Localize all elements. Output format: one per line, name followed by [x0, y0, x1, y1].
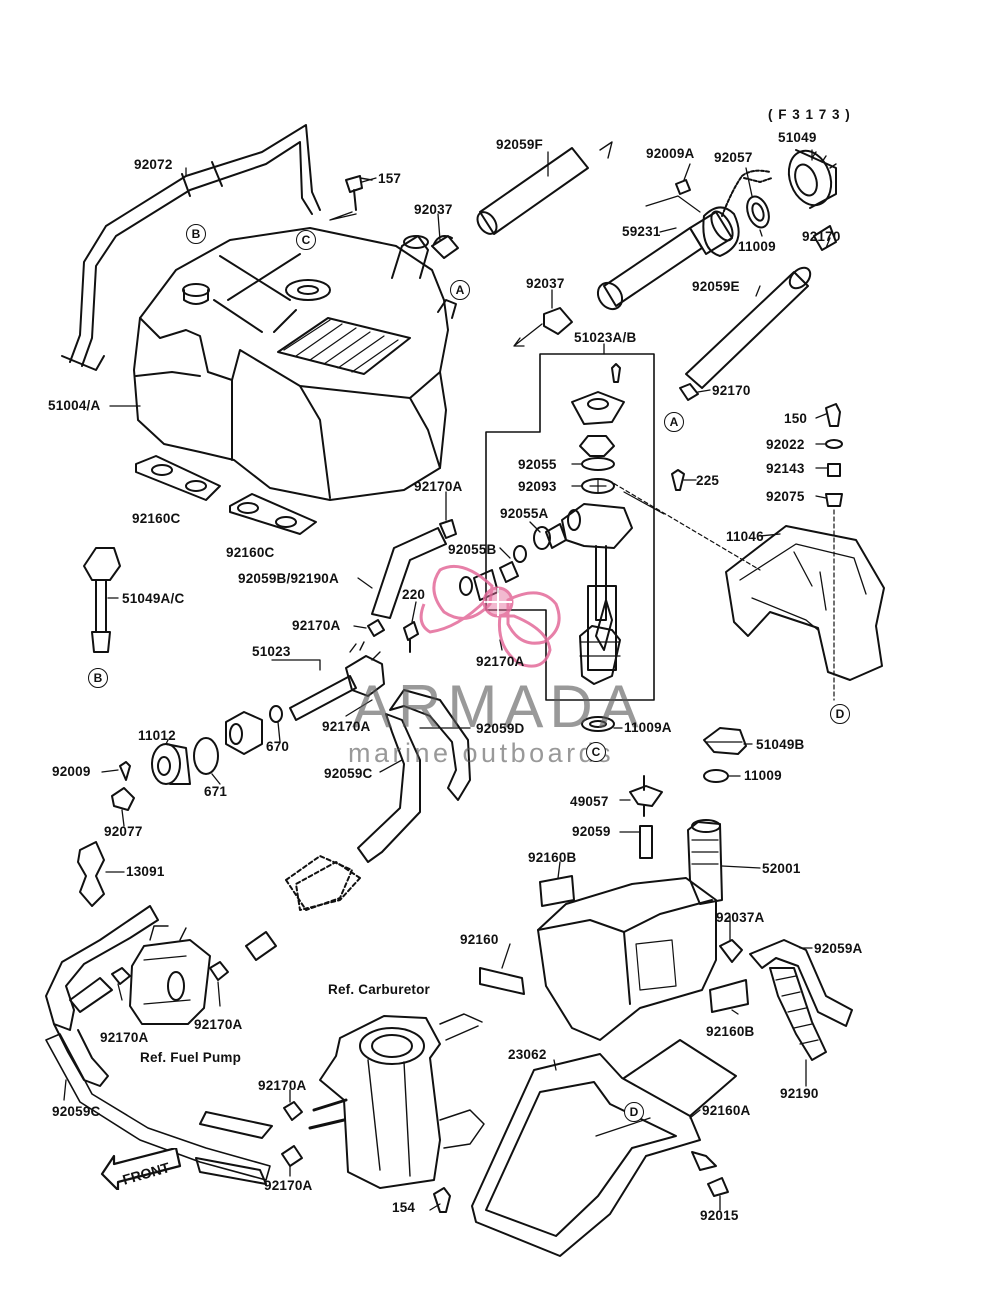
part-label: 92093: [518, 479, 557, 494]
part-label: 92055: [518, 457, 557, 472]
part-label: 92170: [802, 229, 841, 244]
callout-d-low: D: [624, 1102, 644, 1122]
strap-92072: [61, 124, 321, 371]
part-label: 92055B: [448, 542, 497, 557]
part-label: 52001: [762, 861, 801, 876]
part-label: 92059F: [496, 137, 543, 152]
part-label: 92059D: [476, 721, 525, 736]
part-label: 92037: [414, 202, 453, 217]
callout-d-right: D: [830, 704, 850, 724]
part-label: 92059E: [692, 279, 740, 294]
cap-51049: [787, 149, 837, 209]
part-label: 51023A/B: [574, 330, 637, 345]
part-label: 150: [784, 411, 808, 426]
callout-c-top: C: [296, 230, 316, 250]
oil-tank-52001: [537, 819, 723, 1041]
part-label: 92170A: [100, 1030, 149, 1045]
part-label: 92170A: [264, 1178, 313, 1193]
part-label: 11009: [744, 768, 782, 783]
front-arrow: FRONT: [100, 1148, 182, 1190]
part-label: 92170A: [292, 618, 341, 633]
part-label: 92059C: [324, 766, 373, 781]
clip-13091: [77, 841, 105, 907]
part-label: 92059A: [814, 941, 863, 956]
part-label: 92160B: [528, 850, 577, 865]
carburetor-ref: [308, 1013, 485, 1189]
part-label: 92170A: [258, 1078, 307, 1093]
part-label: 92072: [134, 157, 173, 172]
part-label: 92059: [572, 824, 611, 839]
part-label: 92170A: [414, 479, 463, 494]
part-label: 92059B/92190A: [238, 571, 339, 586]
part-label: 92059C: [52, 1104, 101, 1119]
part-label: 157: [378, 171, 402, 186]
part-label: 92022: [766, 437, 805, 452]
part-label: 92009: [52, 764, 91, 779]
part-label: 92160C: [132, 511, 181, 526]
part-label: 51049A/C: [122, 591, 185, 606]
part-label: 92170A: [322, 719, 371, 734]
tap-51023: [289, 641, 385, 721]
part-label: 92075: [766, 489, 805, 504]
part-label: 11009A: [624, 720, 672, 735]
part-label: 11012: [138, 728, 176, 743]
part-label: 13091: [126, 864, 165, 879]
fuel-tank-51004: [133, 227, 457, 501]
part-label: 671: [204, 784, 228, 799]
fuel-pump-ref: [129, 925, 211, 1025]
part-label: 220: [402, 587, 426, 602]
part-label: 225: [696, 473, 720, 488]
part-label: 92037: [526, 276, 565, 291]
part-label: 92055A: [500, 506, 549, 521]
part-label: 670: [266, 739, 290, 754]
part-label: 92190: [780, 1086, 819, 1101]
ref-carburetor-label: Ref. Carburetor: [328, 982, 431, 997]
part-label: 92037A: [716, 910, 765, 925]
watermark-tagline: marine outboards: [348, 738, 615, 768]
bracket-23062: [471, 1039, 737, 1257]
fuel-tap-body: [561, 503, 633, 685]
part-label: 92170A: [194, 1017, 243, 1032]
pad-92160C-a: [135, 455, 221, 501]
part-label: 92170A: [476, 654, 525, 669]
part-label: 11046: [726, 529, 764, 544]
callout-c-low: C: [586, 742, 606, 762]
part-label: 92009A: [646, 146, 695, 161]
part-label: 92057: [714, 150, 753, 165]
catalog-code: ( F 3 1 7 3 ): [768, 107, 851, 122]
watermark-brand: ARMADA: [352, 673, 645, 740]
filler-neck-59231: [596, 206, 740, 311]
callout-b-top: B: [186, 224, 206, 244]
part-label: 92077: [104, 824, 143, 839]
part-label: 51049: [778, 130, 817, 145]
pad-92160C-b: [229, 493, 317, 535]
part-label: 51004/A: [48, 398, 101, 413]
part-label: 23062: [508, 1047, 547, 1062]
part-label: 59231: [622, 224, 661, 239]
bracket-11046: [725, 525, 885, 681]
part-label: 92143: [766, 461, 805, 476]
callout-a-mid: A: [664, 412, 684, 432]
part-label: 92015: [700, 1208, 739, 1223]
part-label: 92160: [460, 932, 499, 947]
callout-a-top: A: [450, 280, 470, 300]
part-label: 154: [392, 1200, 416, 1215]
bracket-51023AB: [485, 353, 655, 701]
part-label: 11009: [738, 239, 776, 254]
ref-fuel-pump-label: Ref. Fuel Pump: [140, 1050, 242, 1065]
part-label: 92170: [712, 383, 751, 398]
callout-b-low: B: [88, 668, 108, 688]
part-label: 92160C: [226, 545, 275, 560]
part-label: 92160A: [702, 1103, 751, 1118]
part-label: 49057: [570, 794, 609, 809]
part-label: 92160B: [706, 1024, 755, 1039]
part-label: 51049B: [756, 737, 805, 752]
part-label: 51023: [252, 644, 291, 659]
fuel-tap-51049AC: [83, 547, 121, 653]
watermark-propeller-logo: [419, 565, 561, 668]
